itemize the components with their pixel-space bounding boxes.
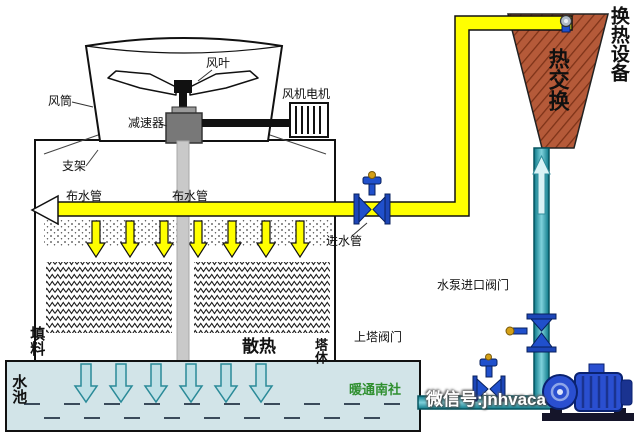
water-pool	[5, 360, 421, 432]
fan-duct-rim	[85, 45, 283, 54]
fill-media-right	[194, 262, 330, 333]
fan-motor-label: 风机电机	[282, 87, 331, 101]
duct-label: 风筒	[48, 94, 73, 108]
fill-label: 填料	[28, 326, 46, 356]
drive-shaft	[202, 119, 290, 127]
fill-media-left	[46, 262, 172, 333]
heat-dissipation-label: 散热	[242, 337, 276, 356]
water-dashes	[24, 403, 400, 419]
pump	[542, 363, 634, 421]
pump-inlet-valve-label: 水泵进口阀门	[437, 278, 510, 292]
fan-blade-label: 风叶	[206, 56, 231, 70]
dist-pipe-label-right: 布水管	[172, 189, 209, 203]
flow-arrow-left	[30, 194, 59, 226]
inlet-pipe-label: 进水管	[326, 234, 363, 248]
bracket-label: 支架	[62, 159, 87, 173]
gearbox	[165, 112, 203, 144]
gearbox-cap	[171, 106, 197, 114]
tower-valve-label: 上塔阀门	[354, 330, 403, 344]
spray-arrows	[85, 220, 311, 259]
pool-arrows	[73, 363, 274, 404]
heat-exchanger-body	[507, 13, 609, 149]
riser-valve	[505, 313, 557, 353]
fan-blade-right	[189, 70, 259, 96]
wechat-watermark: 微信号:jnhvaca	[426, 390, 546, 409]
fan-motor	[289, 102, 329, 138]
supply-pipe-yellow	[55, 15, 573, 217]
fan-shaft	[179, 93, 187, 115]
tower-body-label: 塔体	[312, 338, 328, 364]
reducer-label: 减速器	[128, 116, 165, 130]
brand-watermark: 暖通南社	[349, 382, 402, 397]
dist-pipe-label-left: 布水管	[66, 189, 103, 203]
suction-valve	[472, 353, 506, 402]
inlet-valve	[353, 171, 391, 225]
pool-label: 水池	[10, 374, 28, 404]
heat-exchange-label: 热交换	[546, 48, 570, 111]
flow-arrow-up	[532, 154, 551, 215]
support-column	[176, 140, 190, 368]
support-braces	[43, 133, 327, 167]
exchanger-device-label: 换热设备	[607, 6, 629, 82]
gauge-fitting	[559, 14, 573, 33]
fan-blade-left	[107, 70, 177, 96]
fan-hub	[174, 80, 192, 93]
